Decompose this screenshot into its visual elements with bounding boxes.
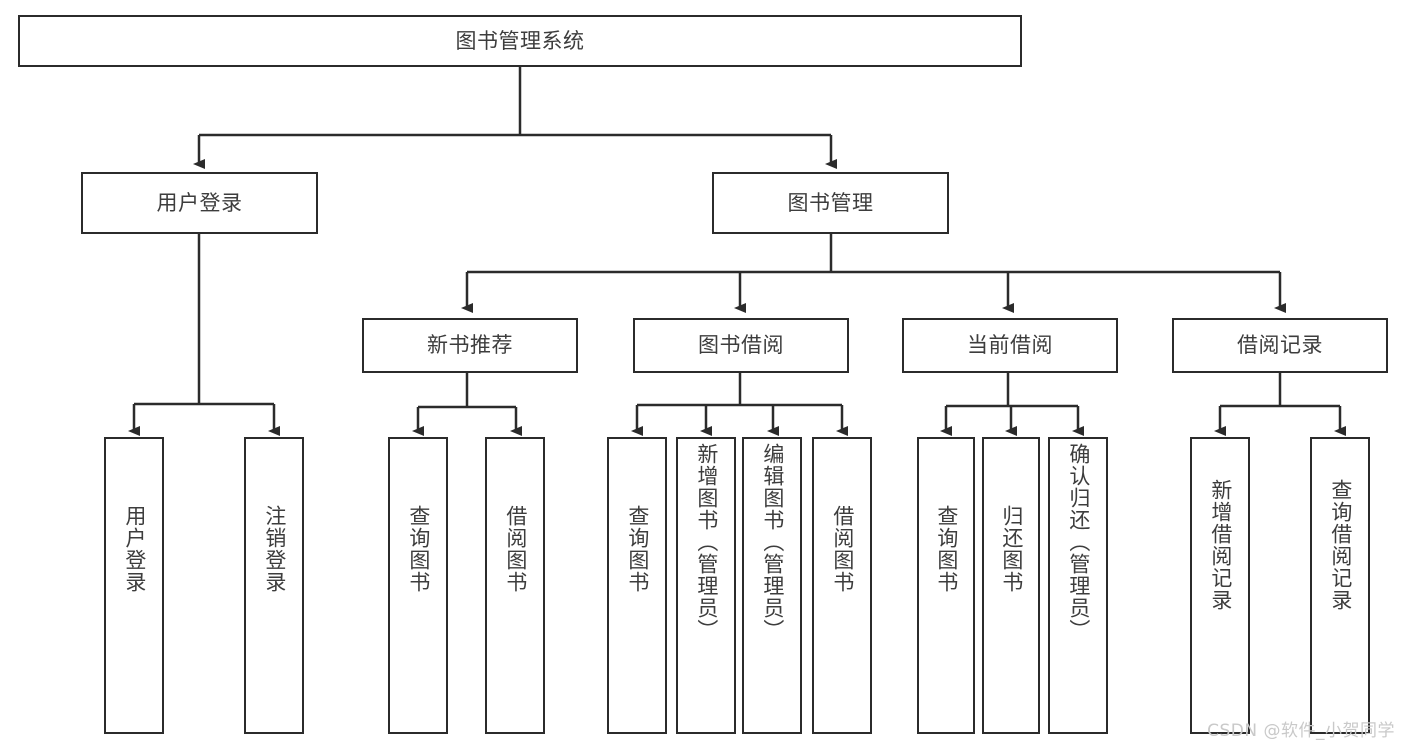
leaf-book-borrow-query-book[interactable]: 查询图书 bbox=[607, 437, 667, 734]
node-label: 新增图书（管理员） bbox=[694, 443, 719, 641]
node-label: 查询图书 bbox=[406, 505, 431, 593]
leaf-current-borrow-return-book[interactable]: 归还图书 bbox=[982, 437, 1040, 734]
node-label: 查询借阅记录 bbox=[1328, 479, 1353, 611]
node-label: 用户登录 bbox=[122, 505, 147, 593]
node-label: 图书管理 bbox=[787, 190, 874, 215]
node-borrow-record[interactable]: 借阅记录 bbox=[1172, 318, 1388, 373]
node-label: 当前借阅 bbox=[967, 333, 1053, 358]
node-label: 新增借阅记录 bbox=[1208, 479, 1233, 611]
leaf-user-login-logout[interactable]: 注销登录 bbox=[244, 437, 304, 734]
node-root-system[interactable]: 图书管理系统 bbox=[18, 15, 1022, 67]
node-label: 借阅图书 bbox=[503, 505, 528, 593]
leaf-new-book-query-book[interactable]: 查询图书 bbox=[388, 437, 448, 734]
leaf-borrow-record-query-record[interactable]: 查询借阅记录 bbox=[1310, 437, 1370, 734]
node-user-login[interactable]: 用户登录 bbox=[81, 172, 318, 234]
node-label: 借阅图书 bbox=[830, 505, 855, 593]
node-label: 借阅记录 bbox=[1237, 333, 1323, 358]
leaf-current-borrow-confirm-return-admin[interactable]: 确认归还（管理员） bbox=[1048, 437, 1108, 734]
node-label: 查询图书 bbox=[625, 505, 650, 593]
node-label: 图书管理系统 bbox=[455, 28, 585, 53]
leaf-borrow-record-add-record[interactable]: 新增借阅记录 bbox=[1190, 437, 1250, 734]
leaf-book-borrow-edit-book-admin[interactable]: 编辑图书（管理员） bbox=[742, 437, 802, 734]
leaf-user-login-login[interactable]: 用户登录 bbox=[104, 437, 164, 734]
node-label: 确认归还（管理员） bbox=[1066, 443, 1091, 641]
node-label: 用户登录 bbox=[156, 190, 243, 215]
leaf-current-borrow-query-book[interactable]: 查询图书 bbox=[917, 437, 975, 734]
node-label: 编辑图书（管理员） bbox=[760, 443, 785, 641]
node-current-borrow[interactable]: 当前借阅 bbox=[902, 318, 1118, 373]
leaf-new-book-borrow-book[interactable]: 借阅图书 bbox=[485, 437, 545, 734]
leaf-book-borrow-add-book-admin[interactable]: 新增图书（管理员） bbox=[676, 437, 736, 734]
node-label: 查询图书 bbox=[934, 505, 959, 593]
node-book-borrow[interactable]: 图书借阅 bbox=[633, 318, 849, 373]
node-book-management[interactable]: 图书管理 bbox=[712, 172, 949, 234]
node-label: 图书借阅 bbox=[698, 333, 784, 358]
node-label: 新书推荐 bbox=[427, 333, 513, 358]
node-label: 注销登录 bbox=[262, 505, 287, 593]
leaf-book-borrow-borrow-book[interactable]: 借阅图书 bbox=[812, 437, 872, 734]
node-new-book-recommend[interactable]: 新书推荐 bbox=[362, 318, 578, 373]
node-label: 归还图书 bbox=[999, 505, 1024, 593]
